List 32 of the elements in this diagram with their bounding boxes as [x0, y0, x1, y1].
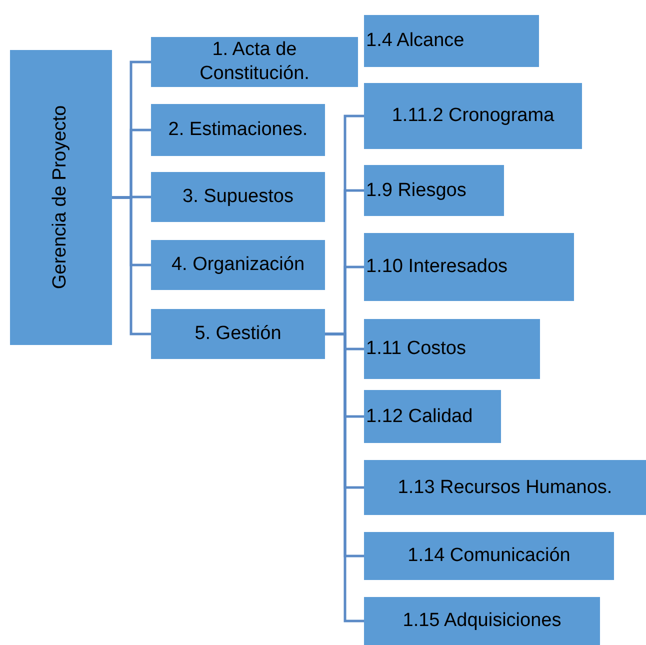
topic-label: 3. Supuestos	[182, 185, 294, 209]
topic-label: 1.13 Recursos Humanos.	[396, 476, 614, 500]
topic-box	[364, 597, 600, 645]
topic-box	[364, 15, 539, 67]
topic-box	[364, 460, 646, 515]
topic-label: 1.11 Costos	[365, 337, 466, 361]
topic-box	[364, 233, 574, 301]
topic-label: 1.11.2 Cronograma	[390, 104, 556, 128]
topic-label: 4. Organización	[170, 253, 306, 277]
topic-label: 1.9 Riesgos	[365, 178, 466, 202]
topic-label: 1.10 Interesados	[365, 255, 508, 279]
connector-line	[112, 196, 151, 336]
topic-label: 1.14 Comunicación	[406, 544, 572, 568]
topic-box	[151, 37, 358, 87]
topic-box	[364, 390, 501, 443]
topic-label: 2. Estimaciones.	[167, 118, 309, 142]
connector-line	[325, 332, 364, 622]
topic-label: 1.12 Calidad	[365, 404, 473, 428]
topic-box	[151, 104, 325, 156]
topic-box	[364, 532, 614, 580]
topic-label: 5. Gestión	[194, 322, 282, 346]
topic-label: 1.4 Alcance	[365, 29, 464, 53]
topic-box	[10, 50, 112, 345]
topic-box	[151, 172, 325, 222]
topic-box	[364, 83, 582, 149]
topic-label: 1. Acta de Constitución.	[198, 38, 310, 86]
topic-label: 1.15 Adquisiciones	[402, 609, 562, 633]
topic-box	[151, 240, 325, 290]
topic-label: Gerencia de Proyecto	[48, 106, 72, 290]
topic-box	[151, 309, 325, 359]
topic-box	[364, 165, 504, 216]
topic-box	[364, 319, 540, 379]
